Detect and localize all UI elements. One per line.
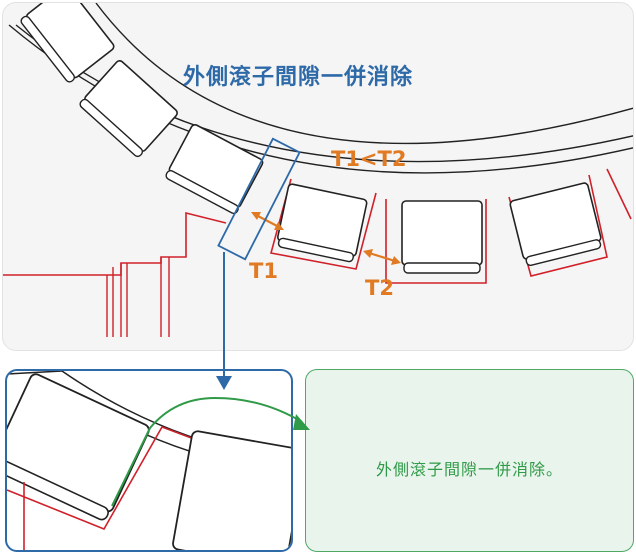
gap-label-t2: T2 bbox=[365, 276, 394, 300]
outer-ring-arc bbox=[15, 24, 633, 163]
comparison-label: T1<T2 bbox=[331, 147, 407, 171]
gap-arrow-t2 bbox=[363, 249, 401, 265]
zoomed-diagram bbox=[7, 371, 291, 550]
roller bbox=[509, 182, 602, 267]
diagram-title: 外側滾子間隙一併消除 bbox=[183, 65, 414, 90]
roller bbox=[165, 123, 264, 215]
roller bbox=[277, 183, 368, 263]
roller bbox=[401, 200, 483, 274]
bearing-diagram bbox=[3, 3, 633, 337]
roller-pocket bbox=[385, 199, 487, 284]
housing-outline bbox=[3, 211, 227, 276]
result-text: 外側滾子間隙一併消除。 bbox=[375, 460, 563, 479]
zoom-selection-box bbox=[217, 137, 301, 261]
roller bbox=[7, 373, 150, 521]
gap-label-t1: T1 bbox=[249, 259, 278, 283]
outer-ring-arc bbox=[8, 24, 633, 174]
result-panel: 外側滾子間隙一併消除。 bbox=[305, 369, 634, 552]
roller-pocket bbox=[270, 178, 377, 270]
zoom-detail-panel bbox=[5, 369, 293, 552]
roller bbox=[172, 430, 291, 550]
main-diagram-panel: 外側滾子間隙一併消除 T1<T2 T1 T2 bbox=[2, 2, 634, 351]
roller bbox=[79, 60, 178, 158]
roller bbox=[20, 3, 115, 83]
outer-ring-arc bbox=[95, 3, 633, 145]
outer-ring-arc bbox=[7, 371, 63, 375]
roller-pocket bbox=[606, 168, 632, 220]
gap-arrow-t1 bbox=[251, 212, 284, 230]
